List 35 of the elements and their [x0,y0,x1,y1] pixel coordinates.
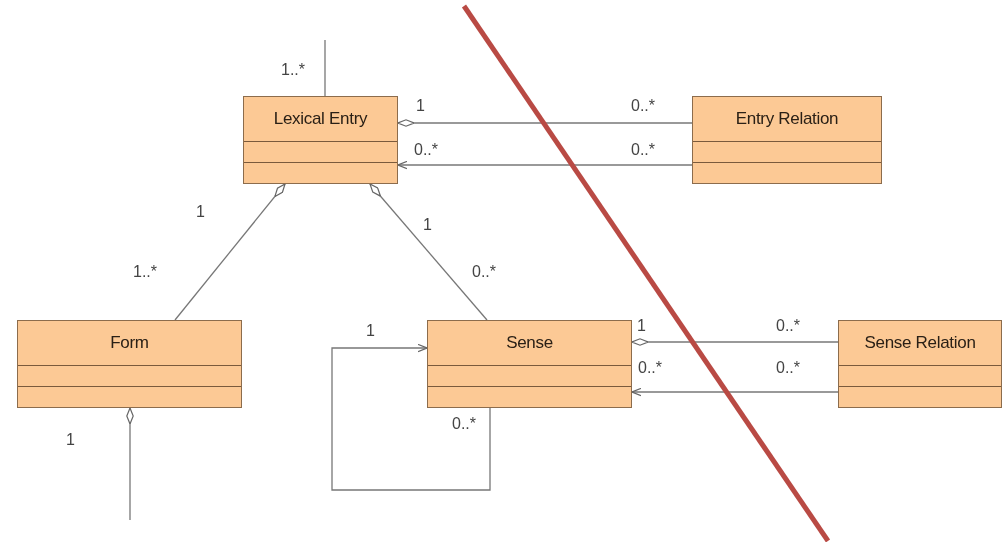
association-line [631,338,839,346]
multiplicity-label: 1 [66,432,75,448]
multiplicity-label: 1..* [281,62,305,78]
association-line [324,39,326,97]
multiplicity-label: 1 [366,323,375,339]
multiplicity-label: 0..* [776,318,800,334]
class-box [692,96,882,184]
multiplicity-label: 0..* [631,98,655,114]
multiplicity-label: 1 [196,204,205,220]
multiplicity-label: 1 [416,98,425,114]
association-line [631,387,839,397]
class-name: Lexical Entry [244,97,397,142]
class-box [17,320,242,408]
association-line [397,160,693,170]
class-name: Sense [428,321,631,366]
multiplicity-label: 0..* [631,142,655,158]
class-box [838,320,1002,408]
association-line [397,119,693,127]
association-line [369,183,488,321]
multiplicity-label: 0..* [776,360,800,376]
multiplicity-label: 0..* [414,142,438,158]
class-box [427,320,632,408]
association-line [331,343,491,491]
multiplicity-label: 1..* [133,264,157,280]
class-name: Form [18,321,241,366]
multiplicity-label: 0..* [472,264,496,280]
class-box [243,96,398,184]
association-line [126,407,134,521]
class-name: Sense Relation [839,321,1001,366]
multiplicity-label: 1 [637,318,646,334]
multiplicity-label: 0..* [452,416,476,432]
association-line [174,183,286,321]
class-name: Entry Relation [693,97,881,142]
multiplicity-label: 1 [423,217,432,233]
multiplicity-label: 0..* [638,360,662,376]
